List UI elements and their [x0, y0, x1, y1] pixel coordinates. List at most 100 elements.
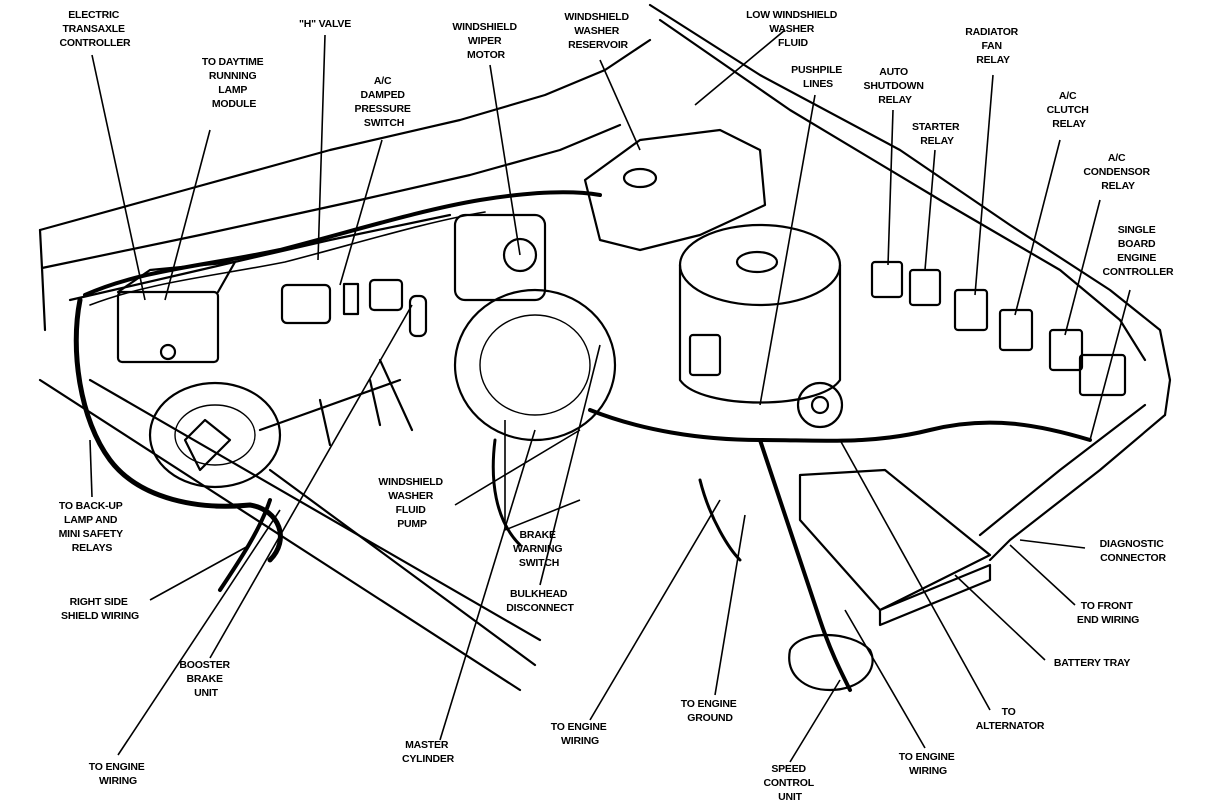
leader-ac-damped-pressure-switch: [339, 139, 383, 286]
leader-electric-transaxle-controller: [91, 54, 146, 301]
relay-condensor: [1048, 328, 1084, 372]
label-to-backup-lamp-relays: TO BACK-UP LAMP AND MINI SAFETY RELAYS: [59, 500, 126, 554]
battery-tray-lip: [878, 563, 992, 627]
label-speed-control-unit: SPEED CONTROL UNIT: [763, 763, 816, 802]
leader-single-board-engine-controller: [1089, 289, 1131, 441]
label-ac-damped-pressure-switch: A/C DAMPED PRESSURE SWITCH: [355, 75, 414, 129]
speed-control-unit: [788, 634, 874, 692]
leader-ac-clutch-relay: [1014, 139, 1061, 316]
leader-to-daytime-running-lamp-module: [164, 129, 211, 301]
leader-speed-control-unit: [789, 679, 841, 763]
fender-left-edge: [38, 228, 47, 332]
label-booster-brake-unit: BOOSTER BRAKE UNIT: [179, 659, 232, 699]
label-brake-warning-switch: BRAKE WARNING SWITCH: [513, 529, 565, 569]
firewall-harness-2: [89, 211, 486, 306]
leader-lines: [89, 29, 1131, 763]
body-rail-2: [88, 378, 542, 642]
label-h-valve: "H" VALVE: [299, 18, 351, 30]
air-cleaner-cap: [735, 250, 779, 274]
cowl-upper-edge: [38, 38, 652, 232]
master-cylinder-inner: [479, 314, 591, 416]
washer-reservoir: [583, 128, 767, 252]
label-windshield-washer-fluid-pump: WINDSHIELD WASHER FLUID PUMP: [378, 476, 445, 530]
right-fender-strip: [978, 403, 1147, 537]
leader-bulkhead-disconnect: [539, 344, 601, 586]
cowl-lower-edge: [40, 123, 622, 270]
left-harness: [73, 297, 283, 563]
washer-pump-tube: [408, 294, 428, 338]
firewall-harness: [83, 190, 602, 297]
leader-to-engine-wiring-right: [844, 609, 926, 749]
label-to-engine-wiring-right: TO ENGINE WIRING: [899, 751, 957, 777]
label-to-daytime-running-lamp-module: TO DAYTIME RUNNING LAMP MODULE: [202, 56, 266, 110]
label-master-cylinder: MASTER CYLINDER: [402, 739, 455, 765]
label-windshield-wiper-motor: WINDSHIELD WIPER MOTOR: [452, 21, 519, 61]
leader-to-backup-lamp-relays: [89, 439, 93, 498]
leader-radiator-fan-relay: [974, 74, 994, 296]
alternator-hub: [810, 395, 830, 415]
leader-pushpile-lines: [759, 94, 816, 406]
battery-tray: [798, 468, 992, 612]
label-ac-condensor-relay: A/C CONDENSOR RELAY: [1083, 152, 1152, 192]
wiper-motor-hub: [502, 237, 538, 273]
label-radiator-fan-relay: RADIATOR FAN RELAY: [965, 26, 1021, 66]
label-electric-transaxle-controller: ELECTRIC TRANSAXLE CONTROLLER: [60, 9, 132, 49]
label-to-engine-wiring-left: TO ENGINE WIRING: [89, 761, 147, 787]
leader-to-engine-wiring-center: [589, 499, 721, 721]
engine-ground-harness: [698, 478, 742, 562]
label-right-side-shield-wiring: RIGHT SIDE SHIELD WIRING: [61, 596, 139, 622]
lower-engine-harness: [491, 438, 522, 547]
air-cleaner-side: [678, 263, 842, 404]
ac-switch-plate: [368, 278, 404, 312]
label-starter-relay: STARTER RELAY: [912, 121, 962, 147]
relay-fan: [953, 288, 989, 332]
transaxle-controller-top: [116, 260, 237, 294]
leader-auto-shutdown-relay: [887, 109, 894, 266]
leader-master-cylinder: [439, 429, 536, 741]
label-to-engine-wiring-center: TO ENGINE WIRING: [551, 721, 609, 747]
leader-to-front-end-wiring: [1009, 544, 1076, 606]
leader-low-windshield-washer-fluid: [694, 29, 786, 106]
label-battery-tray: BATTERY TRAY: [1054, 657, 1131, 669]
engine-controller-box: [1078, 353, 1127, 397]
label-pushpile-lines: PUSHPILE LINES: [791, 64, 845, 90]
label-ac-clutch-relay: A/C CLUTCH RELAY: [1047, 90, 1092, 130]
washer-cap: [622, 167, 658, 189]
ac-switch-body: [280, 283, 332, 325]
booster-tab: [183, 418, 232, 472]
controller-knob: [159, 343, 177, 361]
leader-ac-condensor-relay: [1064, 199, 1101, 336]
wiper-motor: [453, 213, 547, 302]
down-harness: [758, 438, 852, 692]
center-harness: [588, 408, 1092, 443]
leader-to-engine-ground: [714, 514, 746, 696]
leader-diagnostic-connector: [1019, 539, 1086, 549]
air-cleaner-label: [688, 333, 722, 377]
label-to-front-end-wiring: TO FRONT END WIRING: [1077, 600, 1139, 626]
engine-compartment-illustration: [38, 3, 1172, 692]
callout-labels: ELECTRIC TRANSAXLE CONTROLLER TO DAYTIME…: [59, 9, 1175, 802]
relay-clutch: [998, 308, 1034, 352]
label-to-alternator: TO ALTERNATOR: [976, 706, 1045, 732]
body-rail-3: [268, 468, 537, 667]
label-windshield-washer-reservoir: WINDSHIELD WASHER RESERVOIR: [564, 11, 631, 51]
transaxle-controller-box: [116, 290, 220, 364]
relay-starter: [908, 268, 942, 307]
label-low-windshield-washer-fluid: LOW WINDSHIELD WASHER FLUID: [746, 9, 840, 49]
label-bulkhead-disconnect: BULKHEAD DISCONNECT: [506, 588, 574, 614]
leader-booster-brake-unit: [209, 304, 413, 659]
label-to-engine-ground: TO ENGINE GROUND: [681, 698, 739, 724]
leader-to-alternator: [839, 439, 991, 711]
label-auto-shutdown-relay: AUTO SHUTDOWN RELAY: [864, 66, 927, 106]
air-cleaner-top: [678, 223, 842, 307]
relay-asd: [870, 260, 904, 299]
booster-rim: [174, 404, 256, 466]
leader-brake-warning-switch: [504, 420, 581, 531]
leader-h-valve: [317, 34, 326, 261]
firewall-line: [68, 213, 452, 302]
brace-cross: [258, 358, 414, 447]
right-fender-lower: [988, 413, 1167, 562]
booster-brake-unit: [148, 381, 282, 489]
master-cylinder-body: [453, 288, 617, 442]
